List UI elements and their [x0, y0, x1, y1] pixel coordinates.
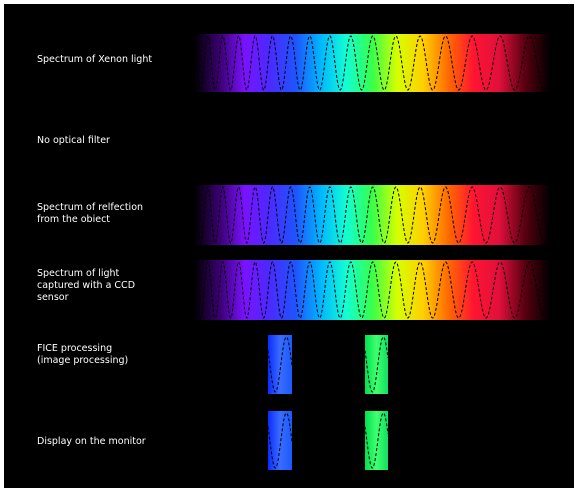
fice-green-band [365, 335, 388, 394]
spectrum-fill [268, 335, 292, 394]
row-label-display: Display on the monitor [37, 436, 146, 447]
row-label-ccd: Spectrum of light captured with a CCD se… [37, 268, 136, 303]
row-label-fice: FICE processing (image processing) [37, 343, 129, 366]
row-label-reflection: Spectrum of relfection from the obiect [37, 202, 144, 225]
display-blue-band [268, 411, 292, 470]
diagram-panel: Spectrum of Xenon light No optical filte… [4, 4, 574, 488]
spectrum-fill [365, 411, 388, 470]
row-label-no-filter: No optical filter [37, 135, 110, 146]
wave-line [268, 336, 292, 393]
row-label-xenon: Spectrum of Xenon light [37, 54, 153, 65]
wave-line [194, 35, 550, 91]
wave-line [365, 412, 388, 469]
wave-line [365, 336, 388, 393]
fice-blue-band [268, 335, 292, 394]
spectrum-fill [365, 335, 388, 394]
display-green-band [365, 411, 388, 470]
wave-line [268, 412, 292, 469]
xenon-spectrum-strip [194, 34, 550, 92]
ccd-spectrum-strip [194, 260, 550, 320]
spectrum-fill [268, 411, 292, 470]
wave-line [194, 261, 550, 319]
reflection-spectrum-strip [194, 185, 550, 245]
wave-line [194, 186, 550, 244]
